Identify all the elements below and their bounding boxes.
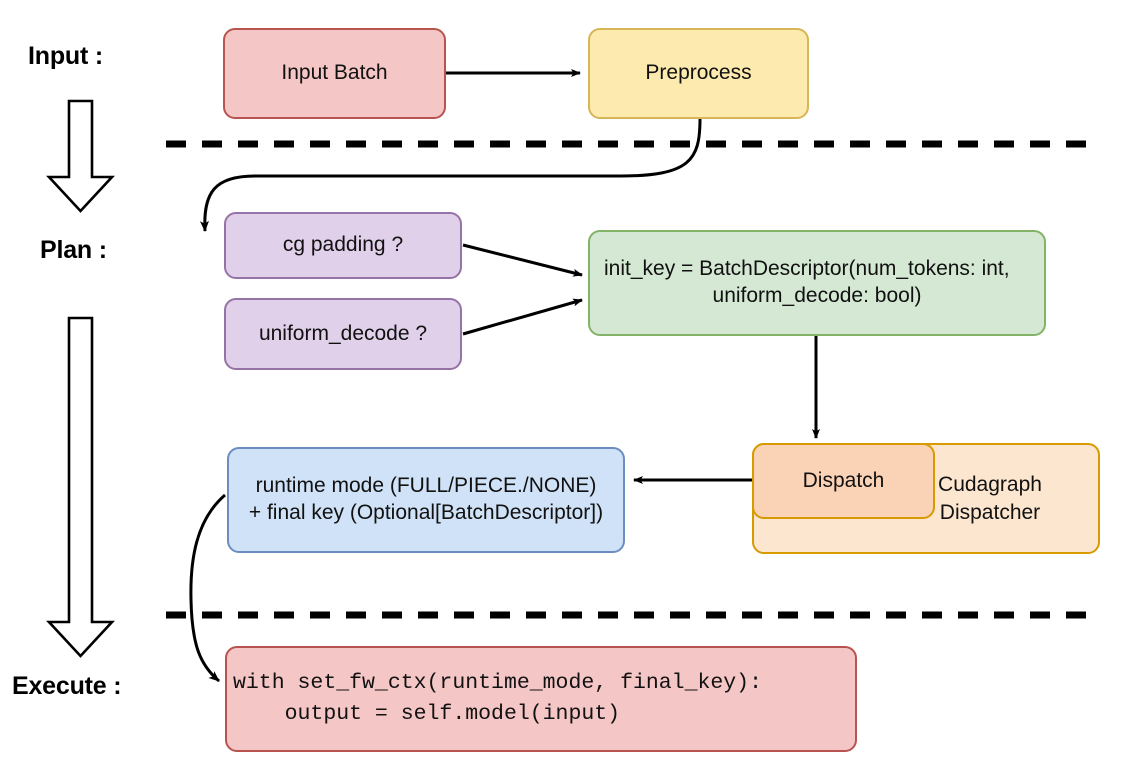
node-preprocess-label: Preprocess [645,61,752,85]
node-cg-padding-label: cg padding ? [282,233,404,257]
stage-label-plan: Plan : [40,236,107,264]
stage-label-input: Input : [28,42,103,70]
stage-arrow-plan-to-execute [46,316,115,658]
stage-label-execute: Execute : [12,672,122,700]
node-init-key[interactable]: init_key = BatchDescriptor(num_tokens: i… [588,230,1046,336]
node-uniform-decode-label: uniform_decode ? [258,321,428,345]
node-input-batch[interactable]: Input Batch [223,28,446,119]
node-dispatch-label: Dispatch [802,468,885,492]
node-input-batch-label: Input Batch [281,61,388,85]
arrow-runtime-mode-to-execute-code [189,493,226,683]
node-execute-code[interactable]: with set_fw_ctx(runtime_mode, final_key)… [225,646,857,752]
stage-arrow-input-to-plan [46,99,115,213]
node-cudagraph-dispatcher-line1: Cudagraph [938,473,1042,497]
node-execute-code-line2: output = self.model(input) [233,702,621,726]
node-runtime-mode-line1: runtime mode (FULL/PIECE./NONE) [255,474,597,498]
node-uniform-decode[interactable]: uniform_decode ? [224,298,462,370]
node-runtime-mode-line2: + final key (Optional[BatchDescriptor]) [248,501,604,524]
node-dispatch[interactable]: Dispatch [752,443,935,519]
arrow-uniform-decode-to-init-key [462,298,583,336]
node-cudagraph-dispatcher-line2: Dispatcher [939,500,1041,524]
node-runtime-mode[interactable]: runtime mode (FULL/PIECE./NONE) + final … [227,447,625,553]
node-preprocess[interactable]: Preprocess [588,28,809,119]
node-cg-padding[interactable]: cg padding ? [224,212,462,279]
node-cudagraph-dispatcher-label: Cudagraph Dispatcher [904,471,1076,526]
arrow-cg-padding-to-init-key [462,243,583,277]
node-init-key-line2: uniform_decode: bool) [712,284,922,307]
node-init-key-line1: init_key = BatchDescriptor(num_tokens: i… [604,257,1010,281]
node-execute-code-line1: with set_fw_ctx(runtime_mode, final_key)… [233,671,762,696]
